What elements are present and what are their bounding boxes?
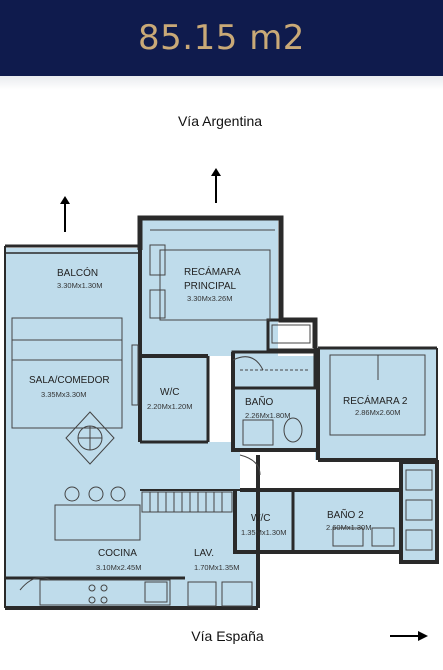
dims-wc1: 2.20Mx1.20M [147, 402, 192, 411]
street-label-top: Vía Argentina [177, 113, 263, 129]
dims-bano: 2.26Mx1.80M [245, 411, 290, 420]
room-fills [5, 218, 437, 608]
label-bano: BAÑO [245, 395, 274, 408]
label-recamara2: RECÁMARA 2 [343, 394, 408, 407]
master-bedroom-area [140, 218, 278, 356]
header-divider [0, 76, 443, 90]
dims-lav: 1.70Mx1.35M [194, 563, 239, 572]
north-arrow-left-icon [60, 196, 70, 232]
label-balcon: BALCÓN [57, 266, 98, 279]
label-wc1: W/C [160, 387, 179, 398]
dims-sala-comedor: 3.35Mx3.30M [41, 390, 86, 399]
label-recamara-principal-1: RECÁMARA [184, 265, 241, 278]
wc1-area [140, 356, 208, 442]
hallway-area [140, 442, 240, 492]
bathroom-area [233, 356, 318, 450]
living-dining-area [5, 310, 140, 490]
label-recamara-principal-2: PRINCIPAL [184, 281, 236, 292]
dims-recamara-principal: 3.30Mx3.26M [187, 294, 232, 303]
north-arrow-right-icon [211, 168, 221, 203]
dims-cocina: 3.10Mx2.45M [96, 563, 141, 572]
area-title: 85.15 m2 [138, 18, 305, 58]
bedroom2-area [315, 348, 437, 460]
room-labels: BALCÓN 3.30Mx1.30M RECÁMARA PRINCIPAL 3.… [29, 265, 408, 572]
balcony-area [5, 248, 139, 310]
walls [4, 215, 439, 610]
label-cocina: COCINA [98, 548, 137, 559]
header-bar: 85.15 m2 [0, 0, 443, 76]
label-sala-comedor: SALA/COMEDOR [29, 375, 110, 386]
furniture [11, 229, 433, 607]
closet-area [401, 462, 437, 562]
street-label-bottom: Vía España [191, 628, 264, 644]
dims-bano2: 2.60Mx1.30M [326, 523, 371, 532]
dims-wc2: 1.35Mx1.30M [241, 528, 286, 537]
bathroom2-area [293, 490, 401, 550]
dims-recamara2: 2.86Mx2.60M [355, 408, 400, 417]
label-wc2: W/C [251, 513, 270, 524]
label-lav: LAV. [194, 548, 214, 559]
east-arrow-icon [390, 631, 428, 641]
dims-balcon: 3.30Mx1.30M [57, 281, 102, 290]
label-bano2: BAÑO 2 [327, 508, 364, 521]
